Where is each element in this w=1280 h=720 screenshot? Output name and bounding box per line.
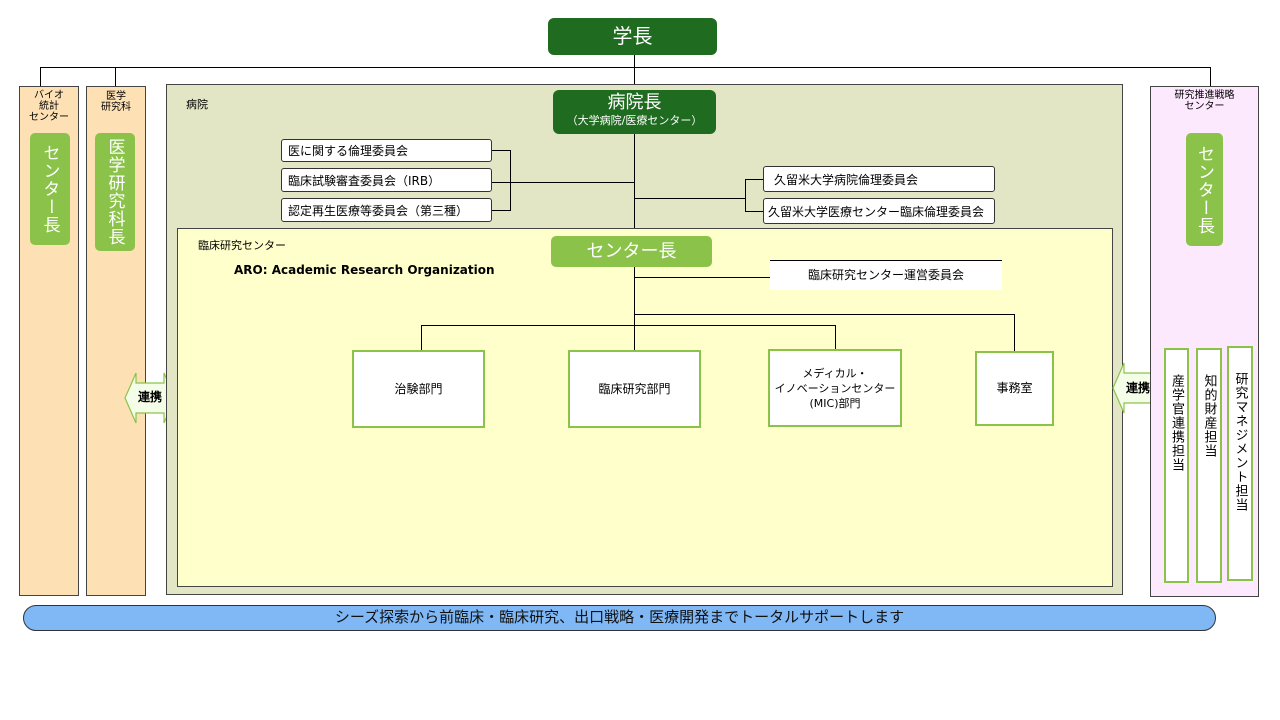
left-col1-drop-line (40, 67, 41, 86)
committee-left-tick-1 (490, 150, 510, 151)
dept-clinical-research: 臨床研究部門 (568, 350, 701, 428)
medical-graduate-school-head: 医学研究科長 (95, 133, 135, 251)
committee-medical-center-ethics: 久留米大学医療センター臨床倫理委員会 (763, 198, 995, 224)
office-drop (1014, 314, 1015, 352)
dept-drop-1 (421, 325, 422, 352)
section-industry-academia: 産学官連携担当 (1164, 348, 1189, 583)
dept-drop-3 (835, 325, 836, 351)
biostat-center-column: バイオ 統計 センター センター長 (19, 86, 79, 596)
steering-connector (634, 277, 772, 278)
president-box: 学長 (548, 18, 717, 55)
committee-left-tick-3 (490, 210, 510, 211)
left-link-label: 連携 (137, 390, 162, 404)
medical-graduate-school-label: 医学 研究科 (101, 91, 131, 113)
hospital-director-box: 病院長 （大学病院/医療センター） (553, 90, 716, 134)
left-col2-drop-line (115, 67, 116, 86)
research-strategy-center-head: センター長 (1186, 133, 1223, 246)
crc-steering-committee: 臨床研究センター運営委員会 (770, 261, 1002, 290)
medical-graduate-school-column: 医学 研究科 医学研究科長 (86, 86, 146, 596)
right-link-label: 連携 (1125, 381, 1150, 395)
committee-right-tick-2 (745, 211, 764, 212)
committee-right-vertical (745, 179, 746, 212)
committee-irb: 臨床試験審査委員会（IRB） (281, 168, 492, 192)
footer-banner: シーズ探索から前臨床・臨床研究、出口戦略・医療開発までトータルサポートします (23, 605, 1216, 631)
aro-label: ARO: Academic Research Organization (234, 263, 495, 277)
hospital-director-subtitle: （大学病院/医療センター） (566, 114, 703, 127)
committee-right-connector (634, 198, 745, 199)
biostat-center-head: センター長 (30, 133, 70, 245)
committee-right-tick-1 (745, 179, 764, 180)
dept-mic: メディカル・ イノベーションセンター (MIC)部門 (768, 349, 902, 427)
committee-university-hospital-ethics: 久留米大学病院倫理委員会 (763, 166, 995, 192)
committee-left-connector (490, 182, 635, 183)
hospital-director-title: 病院長 (607, 92, 662, 113)
hospital-label: 病院 (186, 98, 208, 111)
section-research-management: 研究マネジメント担当 (1227, 346, 1253, 581)
dept-office: 事務室 (975, 351, 1054, 426)
research-strategy-center-label: 研究推進戦略 センター (1174, 90, 1235, 112)
committee-ethics: 医に関する倫理委員会 (281, 139, 492, 162)
crc-label: 臨床研究センター (198, 239, 286, 252)
top-horizontal-line (40, 67, 1211, 68)
crc-head-down-line (634, 266, 635, 351)
steering-top-rule (770, 260, 1002, 261)
president-down-line (634, 54, 635, 92)
dept-horizontal-line (421, 325, 836, 326)
dept-clinical-trials: 治験部門 (352, 350, 485, 428)
right-col-drop-line (1210, 67, 1211, 86)
director-down-line (634, 133, 635, 238)
committee-left-vertical (510, 150, 511, 211)
committee-regenerative-medicine: 認定再生医療等委員会（第三種） (281, 198, 492, 222)
section-intellectual-property: 知的財産担当 (1196, 348, 1222, 583)
crc-head-box: センター長 (551, 236, 712, 267)
biostat-center-label: バイオ 統計 センター (29, 90, 69, 123)
office-horizontal-line (634, 314, 1015, 315)
